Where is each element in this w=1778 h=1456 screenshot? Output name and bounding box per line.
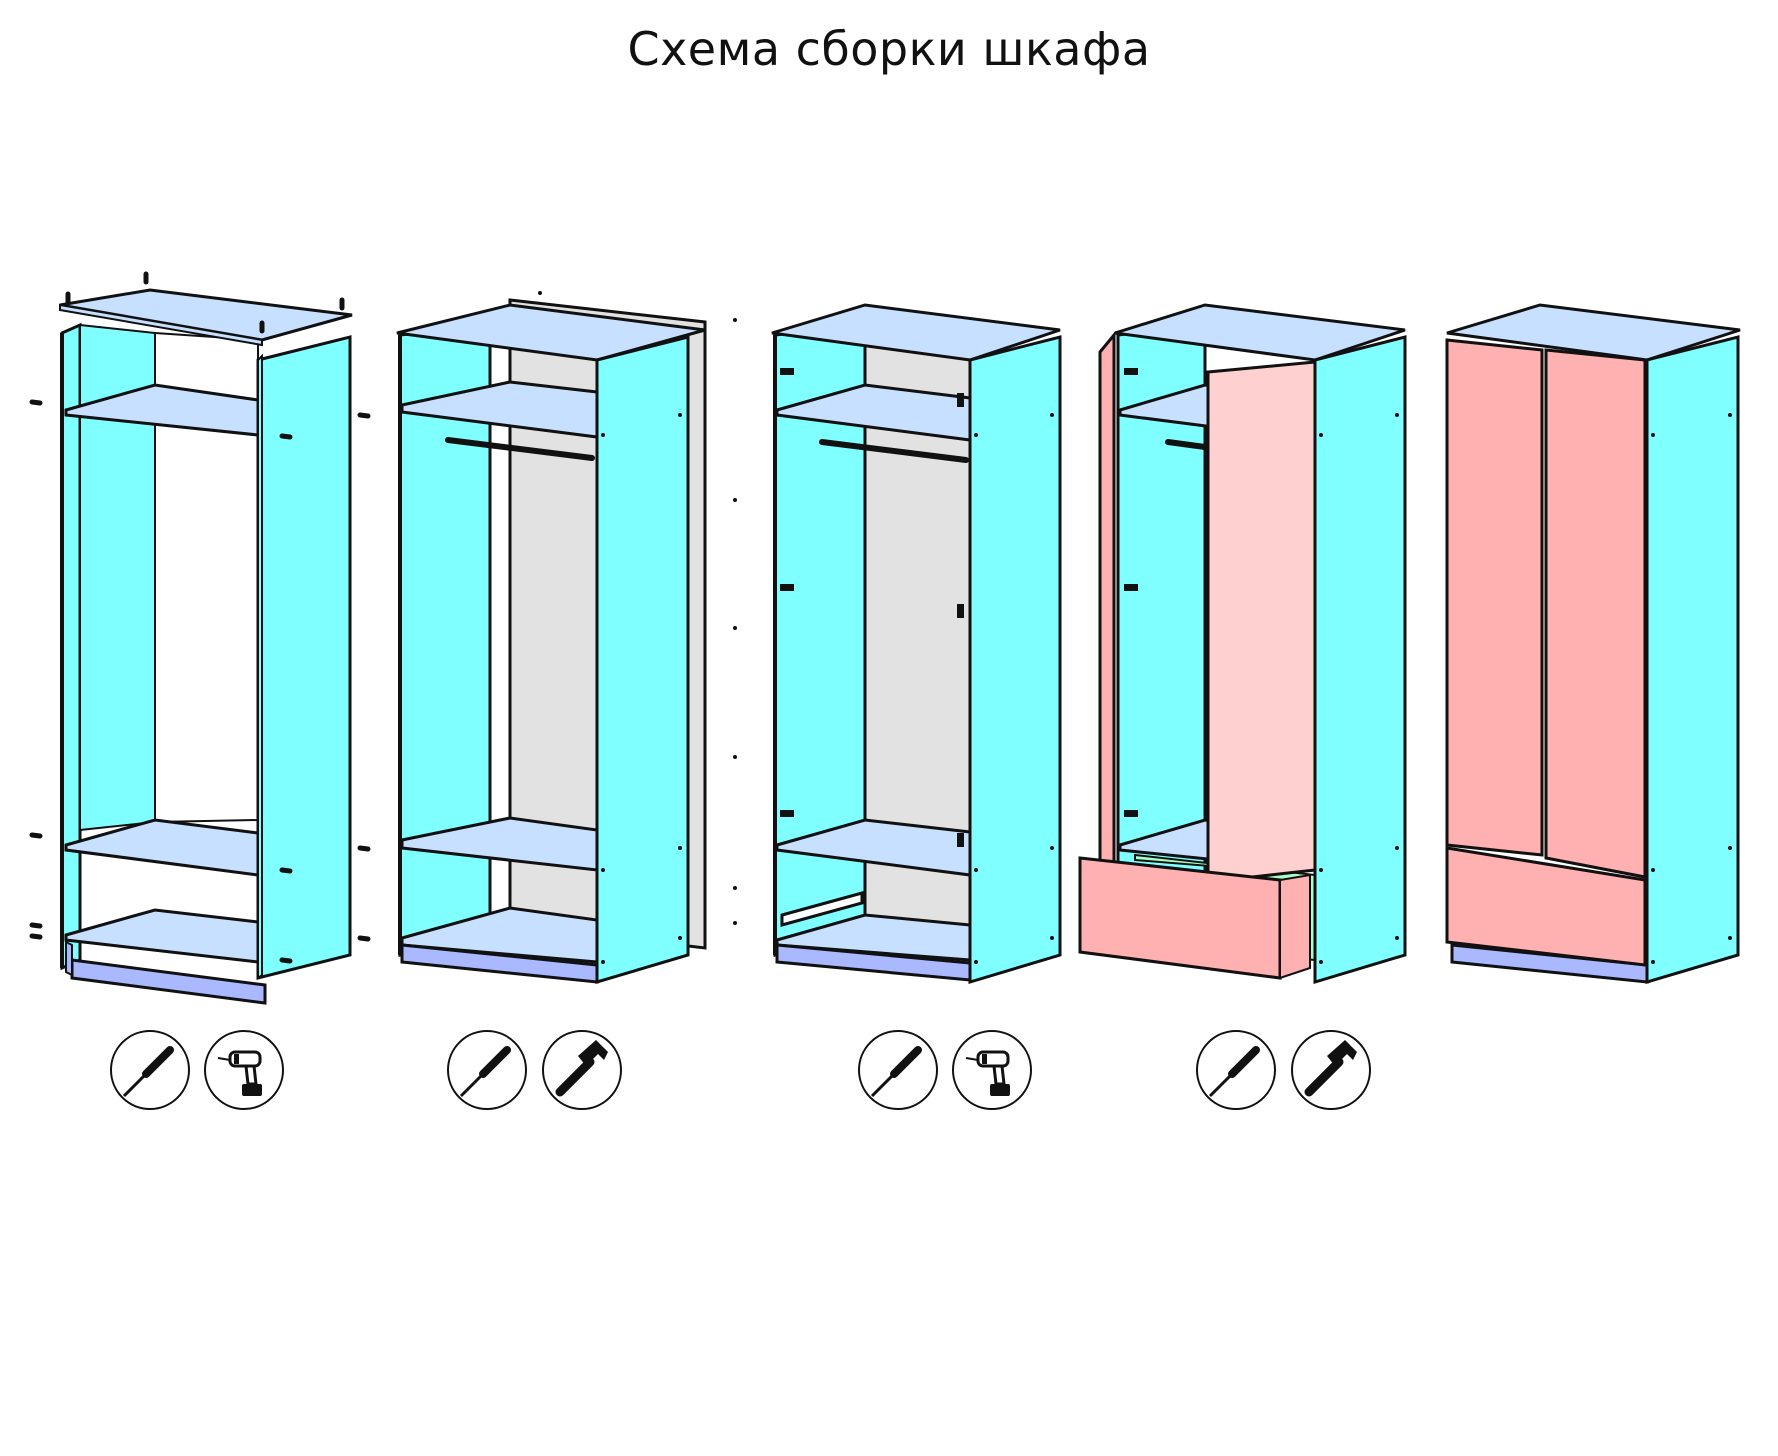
screwdriver-icon	[448, 1031, 526, 1109]
step-1-carcass	[29, 271, 371, 1005]
step-3-hinges-runners	[771, 303, 1062, 985]
diagram-title: Схема сборки шкафа	[627, 22, 1151, 76]
screwdriver-icon	[1197, 1031, 1275, 1109]
step-5-assembled	[1445, 303, 1741, 985]
screwdriver-icon	[111, 1031, 189, 1109]
hammer-icon	[1292, 1031, 1370, 1109]
drill-icon	[203, 1029, 285, 1111]
step-4-tools	[1197, 1031, 1370, 1109]
hammer-icon	[543, 1031, 621, 1109]
step-4-doors-drawer	[1078, 303, 1407, 985]
step-2-back-and-rod	[396, 291, 737, 985]
step-3-tools	[859, 1029, 1033, 1111]
screwdriver-icon	[859, 1031, 937, 1109]
step-2-tools	[448, 1031, 621, 1109]
drill-icon	[951, 1029, 1033, 1111]
step-1-tools	[111, 1029, 285, 1111]
